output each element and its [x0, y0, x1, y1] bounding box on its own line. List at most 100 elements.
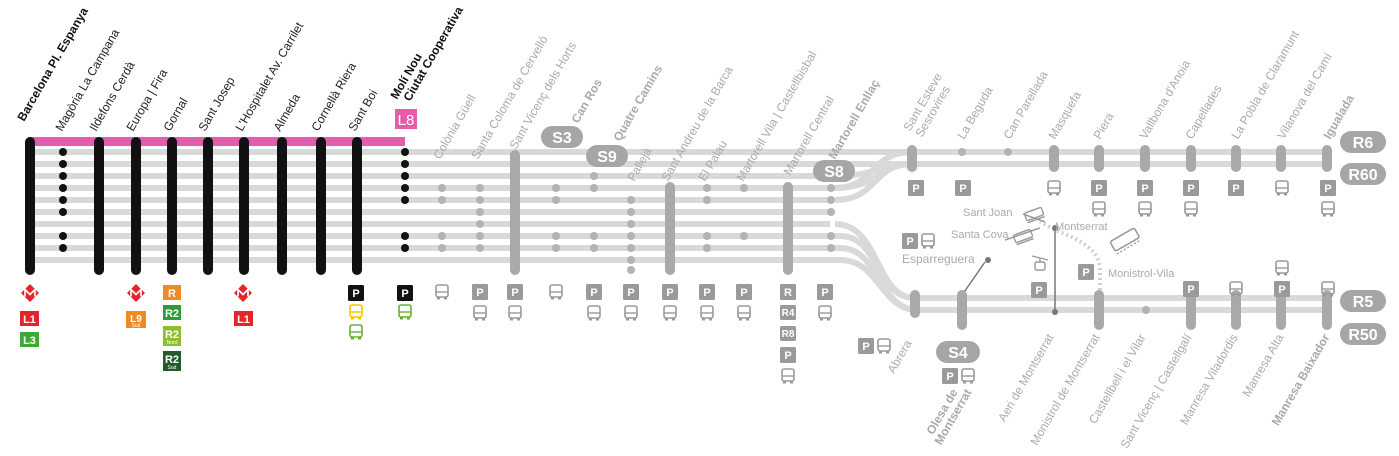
- svg-text:R: R: [784, 287, 792, 299]
- svg-text:P: P: [627, 287, 634, 299]
- svg-text:P: P: [703, 287, 710, 299]
- svg-text:P: P: [1278, 284, 1285, 296]
- r8-badge: [780, 326, 796, 341]
- svg-text:R50: R50: [1348, 327, 1377, 344]
- bus-icon: [1229, 281, 1243, 298]
- l3-badge: [20, 332, 39, 347]
- svg-text:P: P: [740, 287, 747, 299]
- station-label: Martorell Enllaç: [825, 77, 882, 162]
- station-label: Esparreguera: [902, 252, 975, 266]
- l1-badge: [234, 311, 253, 326]
- l8-line: [30, 137, 405, 146]
- parking-icon: [662, 284, 678, 300]
- connections-black-section: L1 L3 L9 Sud R R2 R2 Nord R2 Sud L1 P P: [20, 283, 413, 371]
- bus-icon: [921, 233, 935, 250]
- svg-text:S3: S3: [552, 130, 572, 147]
- r50-pill: [1340, 323, 1386, 345]
- parking-icon: [472, 284, 488, 300]
- metro-icon: [20, 283, 40, 303]
- bar-sant-andreu: [665, 182, 675, 275]
- parking-icon: [1183, 281, 1199, 297]
- metro-icon: [126, 283, 146, 303]
- bus-icon: [737, 305, 751, 322]
- svg-text:L8: L8: [398, 112, 415, 129]
- station-label: Can Ros: [568, 76, 605, 125]
- station-label: Can Parellada: [1000, 68, 1050, 141]
- bus-icon: [663, 305, 677, 322]
- parking-icon: [699, 284, 715, 300]
- parking-icon: [1078, 264, 1094, 280]
- bar-sant-vicenc: [510, 150, 520, 275]
- svg-text:P: P: [821, 287, 828, 299]
- svg-text:R8: R8: [782, 329, 795, 340]
- r60-pill: [1340, 163, 1386, 185]
- bus-icon: [398, 304, 412, 321]
- svg-text:P: P: [1095, 183, 1102, 195]
- connections-grey-section: P P P P P P P R R4 R8 P P P: [435, 180, 1336, 385]
- svg-text:P: P: [1187, 284, 1194, 296]
- l9-badge: [126, 311, 146, 328]
- parking-icon: [586, 284, 602, 300]
- svg-text:R4: R4: [782, 308, 795, 319]
- station-label: Montserrat: [1055, 221, 1108, 233]
- bus-icon: [1047, 180, 1061, 197]
- svg-text:P: P: [401, 288, 408, 300]
- station-label: Gornal: [160, 95, 190, 133]
- station-label: Sant Joan: [963, 207, 1013, 219]
- s3-pill: [541, 126, 583, 148]
- stop-dots-black: [59, 148, 409, 252]
- parking-icon: [1228, 180, 1244, 196]
- funicular-icon: [1012, 228, 1034, 246]
- bus-icon: [349, 304, 363, 321]
- bar-sant-josep: [203, 137, 213, 275]
- bus-icon: [700, 305, 714, 322]
- bus-icon: [818, 305, 832, 322]
- parking-icon: [397, 285, 413, 301]
- bar-almeda: [277, 137, 287, 275]
- svg-text:R2: R2: [165, 329, 179, 341]
- svg-text:S4: S4: [948, 345, 968, 362]
- svg-text:P: P: [912, 183, 919, 195]
- r4-badge: [780, 305, 796, 320]
- bar-ildefons-cerda: [94, 137, 104, 275]
- bus-icon: [549, 284, 563, 301]
- station-bars: [25, 137, 1332, 330]
- rodalies-badge: [780, 284, 796, 300]
- parking-icon: [942, 368, 958, 384]
- l8-badge: [395, 109, 417, 129]
- bar-sant-boi: [352, 137, 362, 275]
- r2-badge: [163, 305, 181, 320]
- station-label: Capellades: [1182, 82, 1224, 141]
- stop-dots-grey: [438, 148, 1150, 314]
- bus-icon: [349, 324, 363, 341]
- svg-text:L1: L1: [23, 314, 36, 326]
- bar-martorell-central: [783, 182, 793, 275]
- svg-text:R60: R60: [1348, 167, 1377, 184]
- svg-text:P: P: [666, 287, 673, 299]
- parking-icon: [1137, 180, 1153, 196]
- bus-icon: [1275, 180, 1289, 197]
- s4-pill: [936, 341, 980, 363]
- parking-icon: [780, 347, 796, 363]
- funicular-icon: [1023, 206, 1045, 224]
- station-label: Manresa Alta: [1239, 331, 1286, 399]
- svg-text:R: R: [168, 288, 176, 300]
- station-labels: Barcelona Pl. Espanya Magòria La Campana…: [14, 4, 1357, 451]
- station-label: L'Hospitalet Av. Carrilet: [232, 19, 306, 133]
- svg-text:P: P: [1232, 183, 1239, 195]
- bus-icon: [1321, 281, 1335, 298]
- svg-text:P: P: [1082, 267, 1089, 279]
- svg-text:P: P: [1141, 183, 1148, 195]
- bus-icon: [1321, 201, 1335, 218]
- station-label: Sant Boi: [345, 87, 380, 133]
- parking-icon: [1274, 281, 1290, 297]
- bus-icon: [508, 305, 522, 322]
- bus-icon: [781, 368, 795, 385]
- bus-icon: [877, 338, 891, 355]
- parking-icon: [902, 233, 918, 249]
- r5-pill: [1340, 290, 1386, 312]
- svg-text:R6: R6: [1353, 135, 1374, 152]
- svg-text:Nord: Nord: [167, 340, 178, 346]
- svg-text:L3: L3: [23, 335, 36, 347]
